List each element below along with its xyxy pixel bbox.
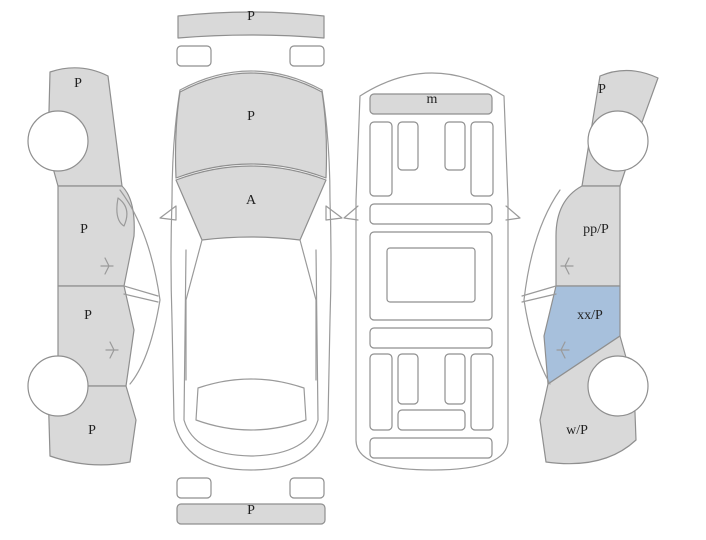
left-rear-door-label: P [84,308,92,323]
left-fog-light [176,45,212,67]
left-front-fender-label: P [74,76,82,91]
left-front-door-handle-icon [100,257,114,275]
right-rear-wheel [587,355,649,417]
rear-left-seat-cushion [397,353,419,405]
hood-label: P [247,109,255,124]
rear-right-seat [470,353,494,431]
interior-right-mirror [505,205,521,221]
left-rear-door-handle-icon [105,341,119,359]
right-rear-quarter-label: w/P [566,423,588,438]
right-front-door-label: pp/P [583,222,609,237]
left-side-window-outline [119,189,161,385]
dashboard-bar [369,203,493,225]
car-top-view-front: P A [159,70,343,471]
interior-outline [355,72,509,471]
right-rear-door-handle-icon [556,341,570,359]
right-side-glass [521,285,557,303]
right-front-door-handle-icon [560,257,574,275]
right-fog-light [289,45,325,67]
right-side-window-outline [523,189,561,385]
front-bumper-panel[interactable] [177,11,325,39]
center-console [386,247,476,303]
right-front-fender-label: P [598,82,606,97]
car-interior-view: m [343,72,521,471]
left-side-mirror [159,205,177,221]
right-front-wheel [587,110,649,172]
left-front-wheel [27,110,89,172]
left-rear-quarter-label: P [88,423,96,438]
car-body-inner-outline [183,249,319,457]
front-bumper-label: P [247,9,255,24]
left-rear-light [176,477,212,499]
right-side-mirror [325,205,343,221]
rear-window [195,378,307,431]
left-front-door-panel[interactable] [57,185,135,287]
rear-bumper-label: P [247,503,255,518]
rear-bumper-panel[interactable] [176,503,326,525]
front-left-seat [369,121,393,197]
roof-label: m [427,92,438,107]
car-left-side-view: P P P P [27,67,161,466]
front-bumper-group: P [176,9,325,67]
trunk-bar [369,437,493,459]
trunk-divider [397,409,466,431]
right-rear-light [289,477,325,499]
left-side-glass [123,285,159,303]
rear-bench-bar [369,327,493,349]
front-right-seat [470,121,494,197]
roof-panel[interactable] [369,93,493,115]
rear-left-seat [369,353,393,431]
windshield-panel[interactable] [175,165,327,241]
front-left-seat-cushion [397,121,419,171]
rear-right-seat-cushion [444,353,466,405]
left-side-mirror-icon [116,197,128,227]
rear-bumper-group: P [176,477,326,525]
windshield-label: A [246,193,257,208]
left-a-pillar [185,239,203,381]
hood-panel[interactable] [174,72,328,179]
left-front-door-label: P [80,222,88,237]
car-right-side-view: P pp/P xx/P w/P [521,69,659,465]
front-right-seat-cushion [444,121,466,171]
left-rear-wheel [27,355,89,417]
right-a-pillar [299,239,317,381]
interior-left-mirror [343,205,359,221]
right-rear-door-label: xx/P [577,308,603,323]
